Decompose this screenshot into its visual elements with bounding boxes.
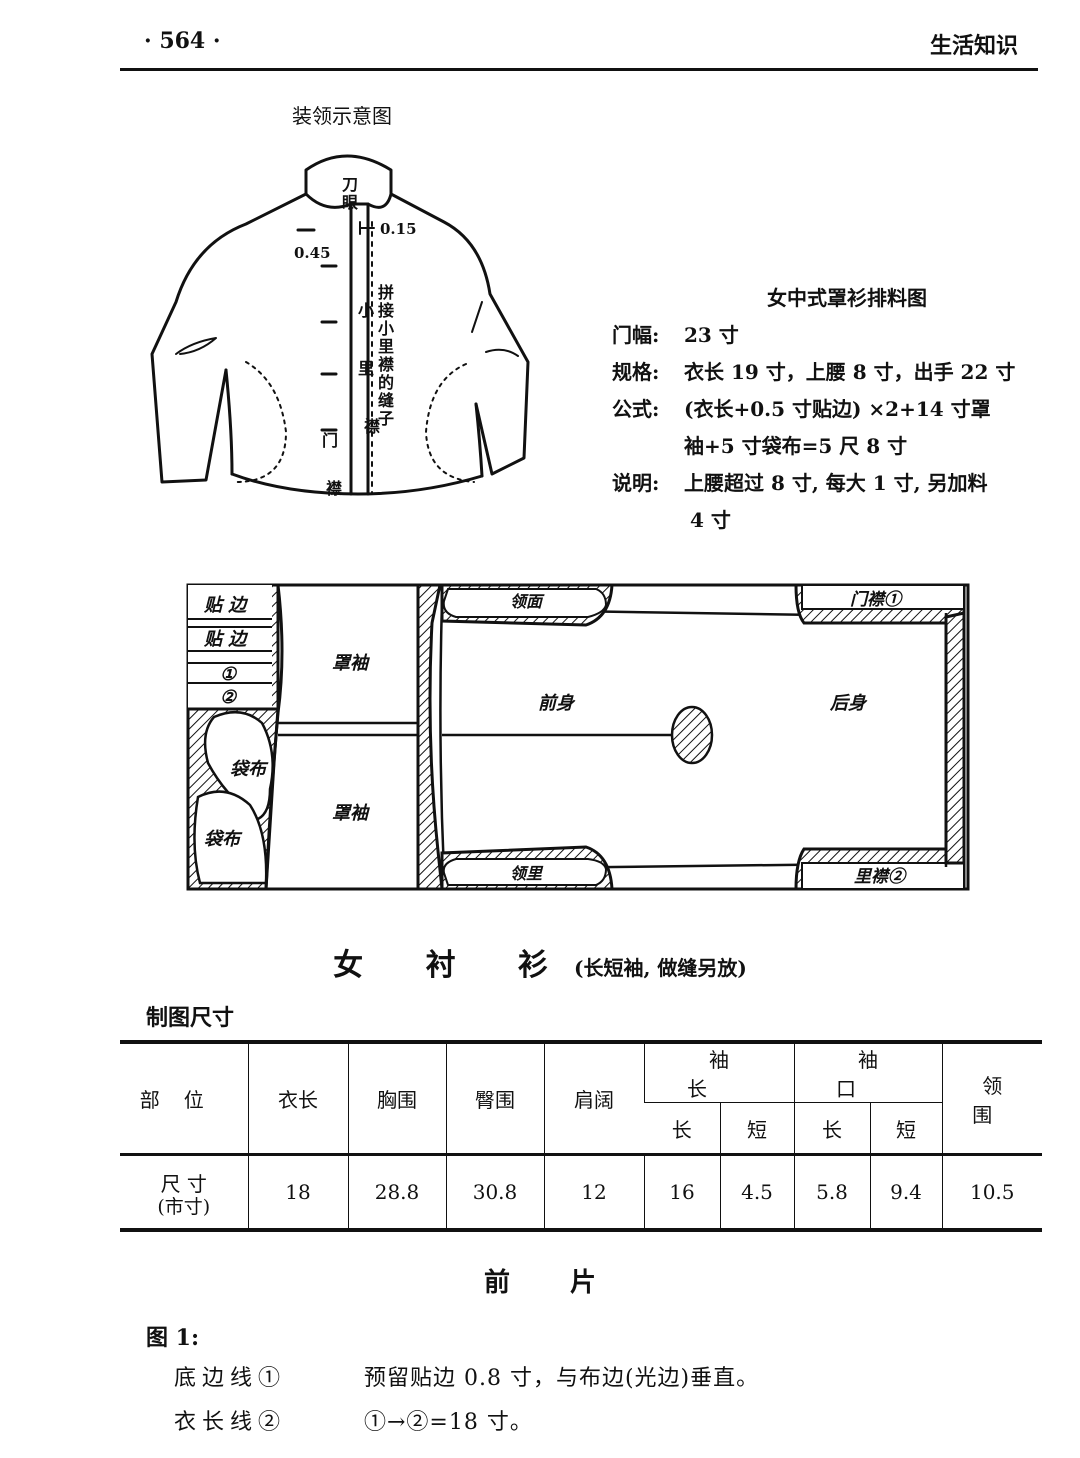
label-daibu-1: 袋布 <box>230 759 269 780</box>
header-part: 部位 <box>139 1088 228 1112</box>
label-yan: 眼 <box>342 193 358 212</box>
cell-chest: 28.8 <box>347 1153 446 1230</box>
spec-table: 部位 衣长 胸围 臀围 肩阔 袖长 袖口 领围 长 短 长 短 尺 寸 (市寸)… <box>120 1040 1042 1232</box>
marker-layout-diagram: 贴 边 贴 边 ① ② 罩袖 罩袖 袋布 袋布 领面 领里 前身 后身 门襟① … <box>186 583 970 891</box>
cell-shoulder: 12 <box>543 1153 644 1230</box>
header-shoulder: 肩阔 <box>543 1042 644 1155</box>
label-tiebian-2: 贴 边 <box>203 629 248 650</box>
list-item: 衣长线② ①→②=18 寸。 <box>174 1404 533 1436</box>
cell-cuff-long: 5.8 <box>793 1153 870 1230</box>
label-qianshen: 前身 <box>538 693 576 714</box>
header-hip: 臀围 <box>445 1042 544 1155</box>
label-lingmian: 领面 <box>510 592 545 611</box>
figure-label: 图 1: <box>146 1325 200 1351</box>
header-cuff: 袖口 <box>793 1042 942 1103</box>
xiaolijin-label-char: 里 <box>358 359 374 378</box>
label-zhaoxiu-top: 罩袖 <box>332 653 370 674</box>
table-row: 尺 寸 (市寸) 18 28.8 30.8 12 16 4.5 5.8 9.4 … <box>120 1153 1042 1230</box>
cell-sleeve-long: 16 <box>643 1153 720 1230</box>
label-lijin-2: 里襟② <box>854 867 908 887</box>
cell-length: 18 <box>247 1153 348 1230</box>
label-daibu-2: 袋布 <box>204 829 243 850</box>
list-item: 底边线① 预留贴边 0.8 寸，与布边(光边)垂直。 <box>174 1360 759 1392</box>
layout-row-spec: 规格: 衣长 19 寸，上腰 8 寸，出手 22 寸 <box>612 360 1016 384</box>
collar-diagram-title: 装领示意图 <box>292 104 392 128</box>
label-lingli: 领里 <box>510 864 544 883</box>
layout-chart-title: 女中式罩衫排料图 <box>767 286 927 310</box>
menjin-label-char: 门 <box>322 431 338 450</box>
header-collar: 领围 <box>941 1042 1042 1155</box>
header-cuff-short: 短 <box>869 1102 942 1155</box>
shirt-title-note: (长短袖, 做缝另放) <box>574 956 747 980</box>
seam-label-char: 子 <box>378 409 394 428</box>
header-chest: 胸围 <box>347 1042 446 1155</box>
header-sleeve-short: 短 <box>719 1102 794 1155</box>
layout-row-formula: 公式: (衣长+0.5 寸贴边) ×2+14 寸罩 <box>612 397 991 421</box>
shirt-section-title: 女 衬 衫(长短袖, 做缝另放) <box>0 940 1080 984</box>
layout-row-formula-cont: 袖+5 寸袋布=5 尺 8 寸 <box>684 434 908 458</box>
header-cuff-long: 长 <box>793 1102 870 1155</box>
header-length: 衣长 <box>247 1042 348 1155</box>
seam-label-char: 拼 <box>378 283 394 302</box>
cell-cuff-short: 9.4 <box>869 1153 942 1230</box>
label-xiaolijin: 小里襟 <box>358 301 380 436</box>
label-houshen: 后身 <box>829 693 868 714</box>
label-tiebian-1: 贴 边 <box>203 595 248 616</box>
line-desc: 预留贴边 0.8 寸，与布边(光边)垂直。 <box>364 1366 760 1391</box>
label-zhaoxiu-bottom: 罩袖 <box>332 803 370 824</box>
label-circle-2: ② <box>220 687 238 708</box>
header-sleeve-long: 长 <box>644 1102 720 1155</box>
line-desc: ①→②=18 寸。 <box>364 1410 533 1435</box>
label-menjin: 门襟 <box>322 431 342 498</box>
seam-label-char: 里 <box>378 337 394 356</box>
shirt-title: 女 衬 衫 <box>333 948 575 983</box>
label-circle-1: ① <box>220 664 238 685</box>
seam-label-char: 襟 <box>378 355 394 374</box>
seam-label-char: 小 <box>378 319 394 338</box>
seam-label-char: 缝 <box>378 391 394 410</box>
cell-sleeve-short: 4.5 <box>719 1153 794 1230</box>
row-label-size: 尺 寸 (市寸) <box>120 1153 248 1230</box>
layout-row-note-cont: 4 寸 <box>690 508 731 532</box>
book-title: 生活知识 <box>929 33 1018 59</box>
layout-row-note: 说明: 上腰超过 8 寸, 每大 1 寸, 另加料 <box>612 471 988 495</box>
label-menjin-1: 门襟① <box>850 590 904 610</box>
page-number: · 564 · <box>144 28 221 54</box>
header-sleeve-length: 袖长 <box>643 1042 794 1103</box>
cell-hip: 30.8 <box>445 1153 544 1230</box>
seam-label-char: 的 <box>378 373 394 392</box>
cell-collar: 10.5 <box>941 1153 1042 1230</box>
menjin-label-char: 襟 <box>326 479 342 498</box>
layout-row-width: 门幅: 23 寸 <box>612 323 739 347</box>
header-rule <box>120 68 1038 71</box>
front-piece-title: 前片 <box>483 1268 656 1298</box>
xiaolijin-label-char: 襟 <box>364 417 380 436</box>
label-0-45: 0.45 <box>294 244 331 262</box>
seam-label-char: 接 <box>378 301 394 320</box>
draft-size-label: 制图尺寸 <box>146 1005 235 1031</box>
xiaolijin-label-char: 小 <box>358 301 374 320</box>
line-name: 衣长线② <box>174 1410 287 1435</box>
label-dao: 刀 <box>342 175 358 194</box>
line-name: 底边线① <box>174 1366 287 1391</box>
layout-chart-info: 女中式罩衫排料图 门幅: 23 寸 规格: 衣长 19 寸，上腰 8 寸，出手 … <box>612 280 1052 539</box>
label-0-15: 0.15 <box>380 220 417 238</box>
